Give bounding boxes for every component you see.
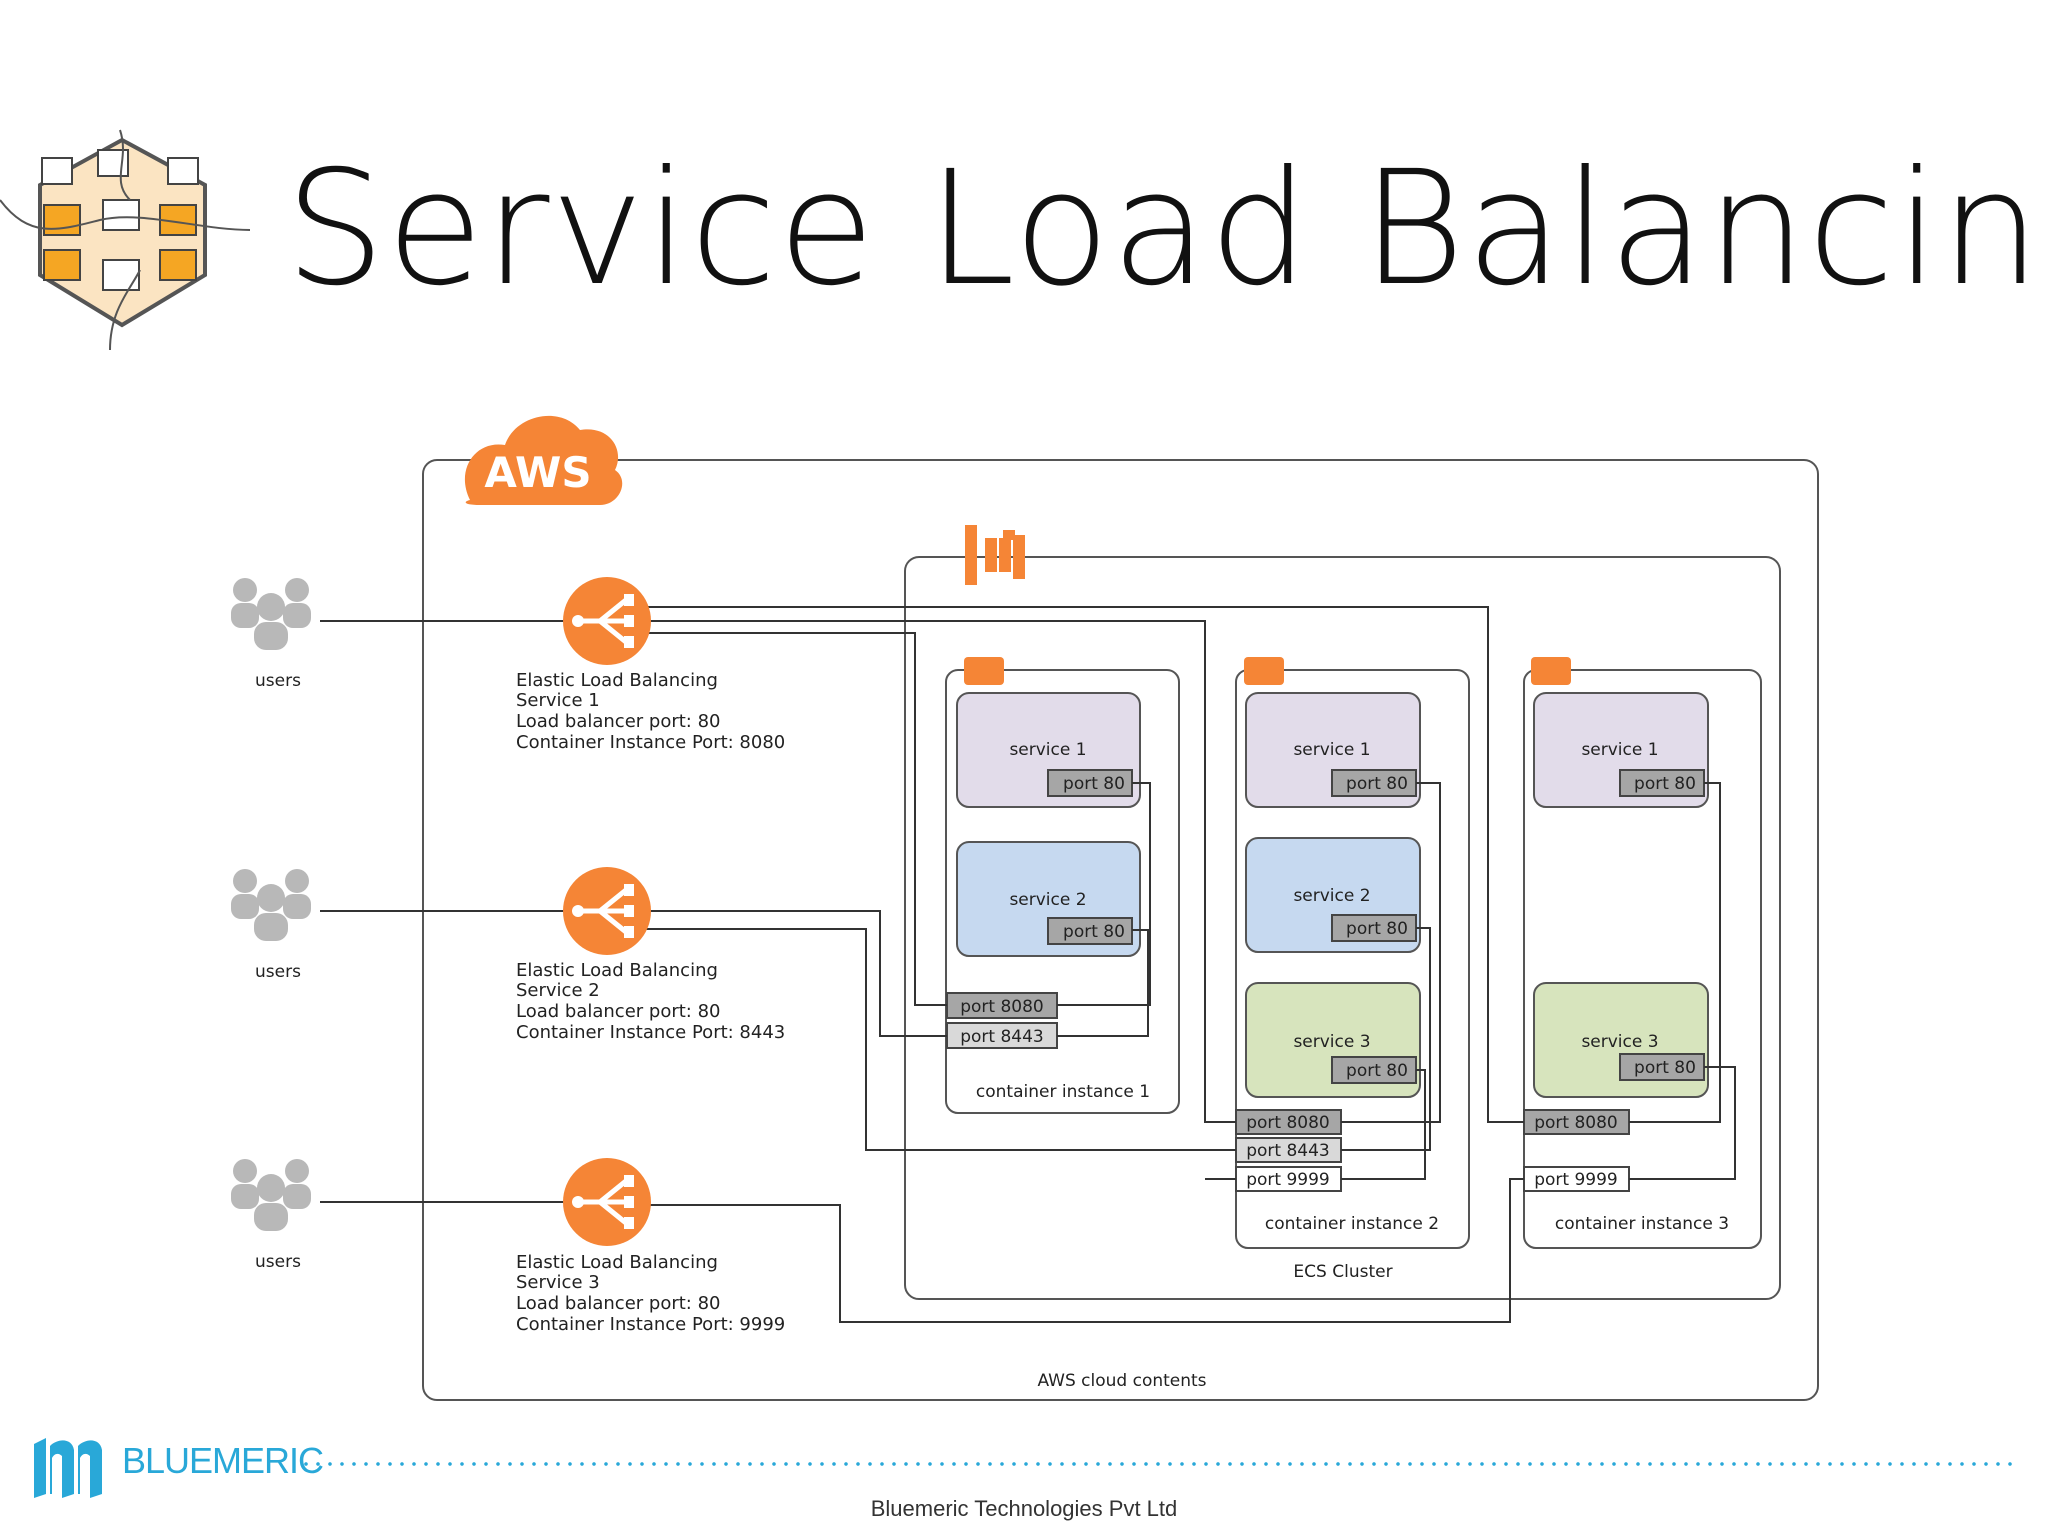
service-3-label: service 3	[1293, 1032, 1370, 1052]
service-1-label: service 1	[1581, 740, 1658, 760]
users-label: users	[255, 962, 301, 982]
elb-label: Container Instance Port: 8080	[516, 732, 785, 753]
aws-badge-label: AWS	[484, 448, 591, 497]
instance-port-label: port 8080	[1534, 1113, 1618, 1133]
footer-company: Bluemeric Technologies Pvt Ltd	[870, 1496, 1178, 1521]
elb-label: Elastic Load Balancing	[516, 670, 718, 691]
footer-brand: BLUEMERIC	[122, 1440, 324, 1481]
users-icon	[231, 869, 311, 941]
aws-cloud-icon: AWS	[464, 415, 623, 505]
instance-port-8443	[1235, 1137, 1342, 1163]
ecs-icon	[965, 525, 1025, 585]
instance-2-icon	[1244, 657, 1284, 685]
elb-label: Container Instance Port: 8443	[516, 1022, 785, 1043]
elb-label: Service 2	[516, 980, 600, 1001]
container-instance-3-frame	[1523, 669, 1762, 1249]
elastic-load-balancer-icon	[563, 867, 651, 955]
instance-port-label: port 9999	[1534, 1170, 1618, 1190]
elb-label: Elastic Load Balancing	[516, 1252, 718, 1273]
service-port-label: port 80	[1346, 774, 1408, 794]
service-port-label: port 80	[1346, 1061, 1408, 1081]
service-port-box	[1619, 1053, 1705, 1081]
users-label: users	[255, 671, 301, 691]
users-label: users	[255, 1252, 301, 1272]
service-port-label: port 80	[1634, 1058, 1696, 1078]
service-port-label: port 80	[1063, 922, 1125, 942]
ecs-cluster-frame	[904, 556, 1781, 1300]
instance-port-8080	[1235, 1109, 1342, 1135]
instance-port-label: port 9999	[1246, 1170, 1330, 1190]
container-instance-label: container instance 2	[1265, 1214, 1439, 1234]
page-title: Service Load Balancing	[285, 137, 2048, 321]
footer-divider	[300, 1462, 2020, 1466]
instance-1-icon	[964, 657, 1004, 685]
container-instance-1-frame	[945, 669, 1180, 1114]
instance-port-label: port 8080	[960, 997, 1044, 1017]
container-instance-label: container instance 3	[1555, 1214, 1729, 1234]
container-instance-2-frame	[1235, 669, 1470, 1249]
instance-port-8080	[1523, 1109, 1630, 1135]
instance-port-label: port 8443	[960, 1027, 1044, 1047]
container-instance-label: container instance 1	[976, 1082, 1150, 1102]
users-icon	[231, 1159, 311, 1231]
instance-port-label: port 8443	[1246, 1141, 1330, 1161]
service-2-label: service 2	[1293, 886, 1370, 906]
service-port-box	[1047, 917, 1133, 945]
instance-3-icon	[1531, 657, 1571, 685]
service-port-label: port 80	[1063, 774, 1125, 794]
service-2-label: service 2	[1009, 890, 1086, 910]
elb-label: Container Instance Port: 9999	[516, 1314, 785, 1335]
aws-cloud-label: AWS cloud contents	[1037, 1371, 1206, 1391]
elb-label: Load balancer port: 80	[516, 711, 720, 732]
service-port-label: port 80	[1634, 774, 1696, 794]
service-1-label: service 1	[1009, 740, 1086, 760]
ecs-cluster-label: ECS Cluster	[1293, 1262, 1392, 1282]
logo-cube-icon	[0, 129, 251, 350]
instance-port-9999	[1235, 1166, 1342, 1192]
service-3-label: service 3	[1581, 1032, 1658, 1052]
elb-label: Load balancer port: 80	[516, 1293, 720, 1314]
elastic-load-balancer-icon	[563, 1158, 651, 1246]
users-icon	[231, 578, 311, 650]
service-port-label: port 80	[1346, 919, 1408, 939]
elb-label: Elastic Load Balancing	[516, 960, 718, 981]
instance-port-label: port 8080	[1246, 1113, 1330, 1133]
bluemeric-logo-icon	[34, 1438, 102, 1498]
elb-label: Service 3	[516, 1272, 600, 1293]
service-1-label: service 1	[1293, 740, 1370, 760]
service-port-box	[1047, 769, 1133, 797]
elb-label: Load balancer port: 80	[516, 1001, 720, 1022]
elb-label: Service 1	[516, 690, 600, 711]
elastic-load-balancer-icon	[563, 577, 651, 665]
aws-cloud-frame	[422, 459, 1819, 1401]
